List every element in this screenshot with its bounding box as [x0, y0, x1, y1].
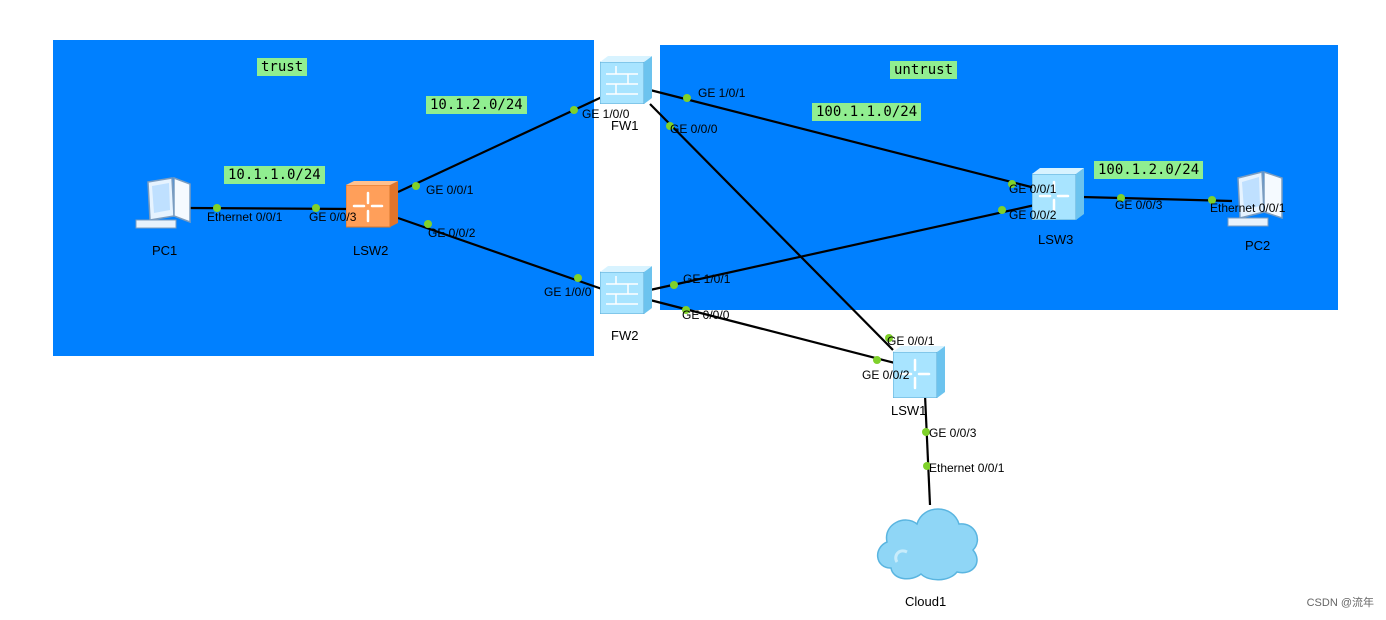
port-label-fw2-ge000: GE 0/0/0 [682, 308, 730, 322]
port-label-cloud-eth: Ethernet 0/0/1 [929, 461, 1005, 475]
cloud-icon [877, 508, 979, 581]
subnet-label-100-1-2: 100.1.2.0/24 [1094, 161, 1204, 179]
pc2-device[interactable] [1226, 170, 1286, 230]
port-label-lsw2-ge3: GE 0/0/3 [309, 210, 357, 224]
untrust-zone [660, 45, 1338, 310]
fw1-label: FW1 [611, 118, 639, 133]
untrust-zone-label: untrust [890, 61, 958, 79]
port-label-fw1-ge100: GE 1/0/0 [582, 107, 630, 121]
switch-icon [1031, 168, 1084, 221]
port-label-pc1-eth: Ethernet 0/0/1 [207, 210, 283, 224]
lsw1-device[interactable] [892, 346, 947, 399]
port-label-fw1-ge000: GE 0/0/0 [670, 122, 718, 136]
port-label-lsw3-ge1: GE 0/0/1 [1009, 182, 1057, 196]
trust-zone [53, 40, 594, 356]
port-label-lsw1-ge1: GE 0/0/1 [887, 334, 935, 348]
port-label-fw1-ge101: GE 1/0/1 [698, 86, 746, 100]
link-lsw2-fw1 [397, 96, 603, 193]
fw2-label: FW2 [611, 328, 639, 343]
lsw2-label: LSW2 [353, 243, 389, 258]
link-fw1-lsw3 [649, 88, 1036, 190]
fw1-device[interactable] [599, 56, 654, 105]
pc1-device[interactable] [134, 176, 194, 232]
firewall-icon [599, 56, 652, 105]
pc2-label: PC2 [1245, 238, 1271, 253]
link-fw1-lsw1 [649, 103, 894, 351]
pc-icon [1227, 170, 1283, 227]
firewall-icon [599, 266, 652, 315]
port-label-lsw1-ge2: GE 0/0/2 [862, 368, 910, 382]
link-lsw3-pc2 [1081, 195, 1233, 203]
pc1-label: PC1 [152, 243, 178, 258]
port-label-pc2-eth: Ethernet 0/0/1 [1210, 201, 1286, 215]
switch-icon [345, 181, 398, 228]
link-fw2-lsw1 [649, 298, 896, 365]
port-dots [213, 94, 1216, 470]
link-lsw2-fw2 [397, 216, 603, 291]
subnet-label-100-1-1: 100.1.1.0/24 [812, 103, 922, 121]
lsw2-device[interactable] [345, 181, 400, 231]
port-label-lsw2-ge1: GE 0/0/1 [426, 183, 474, 197]
port-label-lsw1-ge3: GE 0/0/3 [929, 426, 977, 440]
port-label-fw2-ge101: GE 1/0/1 [683, 272, 731, 286]
port-label-fw2-ge100: GE 1/0/0 [544, 285, 592, 299]
switch-icon [892, 346, 945, 399]
watermark: CSDN @流年 [1306, 597, 1374, 609]
subnet-label-10-1-2: 10.1.2.0/24 [426, 96, 527, 114]
link-lsw1-cloud [923, 394, 932, 506]
lsw3-device[interactable] [1031, 168, 1086, 221]
link-fw2-lsw3 [649, 203, 1036, 292]
cloud1-label: Cloud1 [905, 594, 947, 609]
port-label-lsw3-ge2: GE 0/0/2 [1009, 208, 1057, 222]
lsw3-label: LSW3 [1038, 232, 1074, 247]
fw2-device[interactable] [599, 266, 654, 315]
lsw1-label: LSW1 [891, 403, 927, 418]
subnet-label-10-1-1: 10.1.1.0/24 [224, 166, 325, 184]
port-label-lsw3-ge3: GE 0/0/3 [1115, 198, 1163, 212]
link-pc1-lsw2 [187, 206, 353, 211]
port-label-lsw2-ge2: GE 0/0/2 [428, 226, 476, 240]
pc-icon [135, 176, 191, 229]
trust-zone-label: trust [257, 58, 308, 76]
cloud1-device[interactable] [873, 496, 983, 582]
